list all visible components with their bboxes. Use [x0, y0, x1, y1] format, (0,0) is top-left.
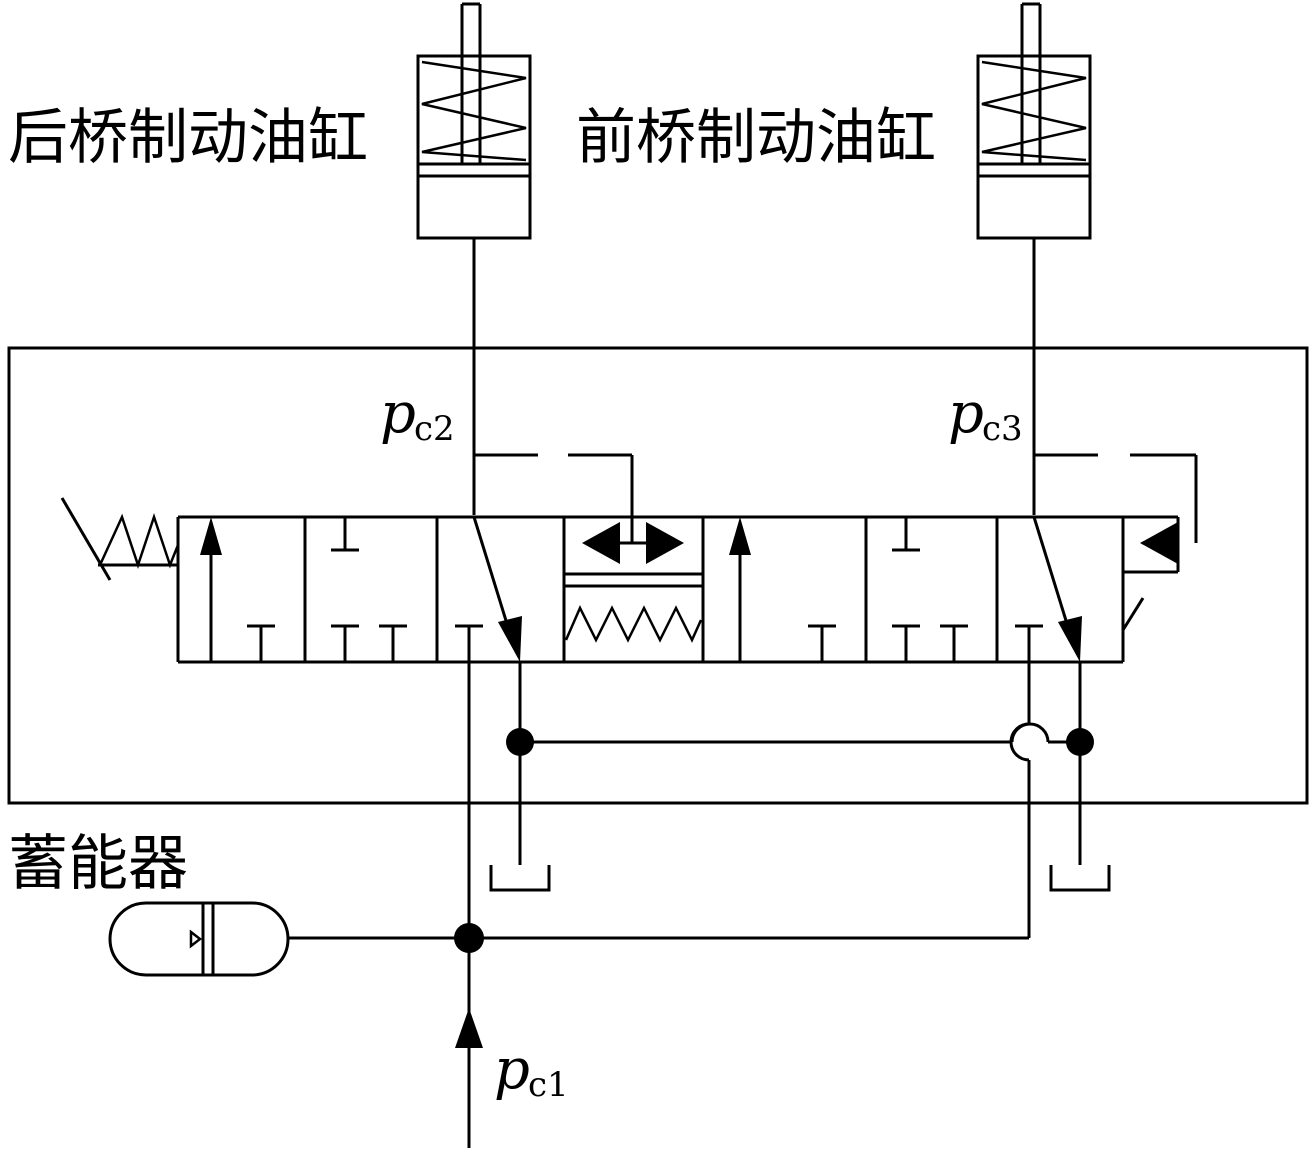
left-valve-section — [176, 515, 705, 664]
pilot-line-right — [1034, 453, 1198, 543]
pilot-line-left — [474, 453, 634, 543]
supply-arrow — [455, 1008, 483, 1048]
right-valve-section — [703, 515, 1180, 664]
pc2-label: p c2 — [380, 381, 455, 449]
accumulator-symbol — [108, 901, 290, 977]
pc3-label: p c3 — [948, 381, 1023, 449]
pc2-symbol: p — [380, 381, 416, 446]
rear-cylinder-label: 后桥制动油缸 — [8, 103, 368, 173]
rear-brake-cylinder — [416, 2, 532, 240]
pc1-label: p c1 — [494, 1037, 569, 1105]
pc3-subscript: c3 — [982, 409, 1023, 449]
pc1-subscript: c1 — [528, 1065, 569, 1105]
front-brake-cylinder — [976, 2, 1092, 240]
pc2-subscript: c2 — [414, 409, 455, 449]
accumulator-label: 蓄能器 — [8, 829, 188, 899]
tank-connections — [489, 662, 1111, 892]
pc1-symbol: p — [494, 1037, 530, 1102]
valve-block-frame — [7, 346, 1309, 805]
front-cylinder-label: 前桥制动油缸 — [576, 103, 936, 173]
pc3-symbol: p — [948, 381, 984, 446]
supply-lines — [288, 662, 1031, 1148]
valve-return-spring — [60, 497, 180, 581]
